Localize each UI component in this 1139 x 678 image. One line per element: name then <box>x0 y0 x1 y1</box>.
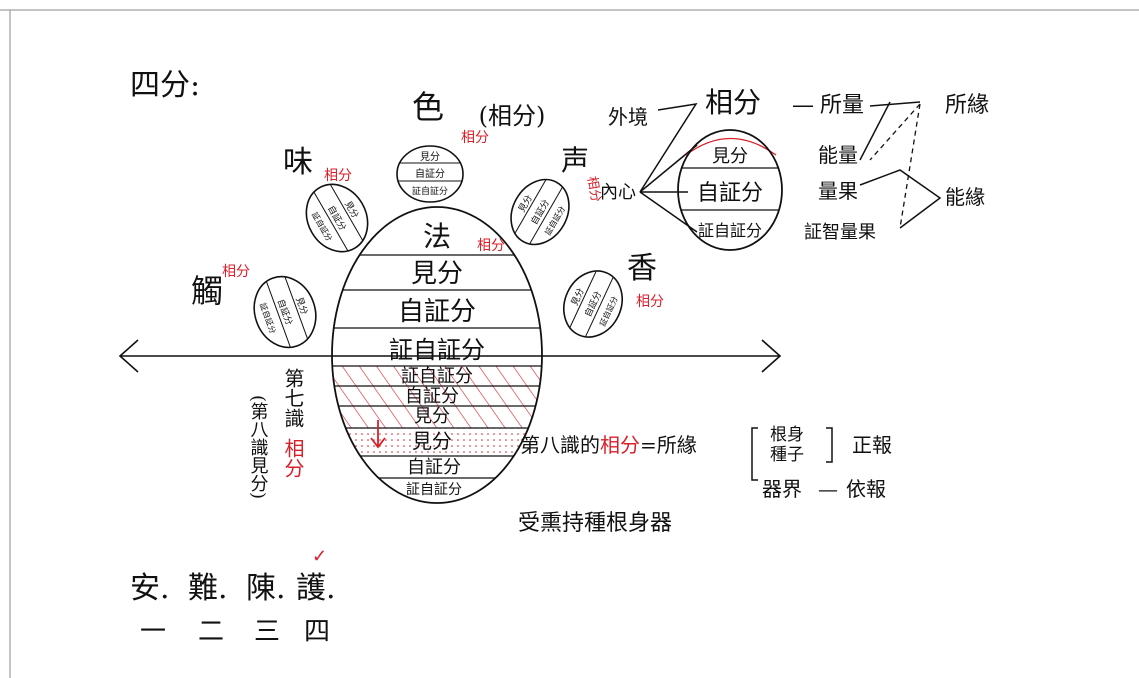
center-row: 証自証分 <box>389 336 485 364</box>
right-list-item: 能量 <box>818 143 858 167</box>
scholar-name: 安. <box>130 571 170 606</box>
sense-color-label: 色 <box>412 88 444 126</box>
seventh-tag: 相分 <box>281 438 305 478</box>
center-row: 証自証分 <box>406 482 462 498</box>
center-row: 証自証分 <box>401 366 473 387</box>
sense-taste-label: 味 <box>283 145 313 180</box>
eighth-red: 相分 <box>600 433 640 457</box>
center-oval: 法 相分 見分 自証分 証自証分 証自証分 自証分 見分 見分 自証分 証自証分 <box>331 206 543 504</box>
seventh-note: (第八識見分) <box>248 395 269 499</box>
eighth-suffix: =所緣 <box>640 433 697 457</box>
sense-taste-tag: 相分 <box>324 168 352 184</box>
scholar-number: 一 <box>140 617 166 647</box>
yibao-label: 依報 <box>846 477 886 501</box>
eighth-prefix: 第八識的 <box>520 433 600 457</box>
axis-arrow <box>118 339 782 373</box>
eighth-item: 種子 <box>770 445 804 465</box>
right-list-item: 量果 <box>818 179 858 203</box>
mind-row: 自証分 <box>697 181 763 206</box>
scholar-number: 二 <box>198 617 224 647</box>
sense-color-row: 見分 <box>420 151 440 163</box>
nengyuan-label: 能緣 <box>945 185 985 209</box>
eighth-summary: 受熏持種根身器 <box>518 511 672 536</box>
sense-smell-label: 香 <box>627 251 657 286</box>
suoyuan-label: 所緣 <box>945 93 989 118</box>
inner-mind-label: 內心 <box>600 182 636 203</box>
sense-sound-label: 声 <box>561 144 589 177</box>
eighth-item: 根身 <box>770 425 804 445</box>
center-tag: 相分 <box>477 238 505 254</box>
qijie-label: 器界 <box>762 477 802 501</box>
sense-sound-tag: 相分 <box>584 175 603 203</box>
seventh-consciousness: 第七識 相分 (第八識見分) <box>248 368 306 499</box>
seventh-label: 第七識 <box>281 368 305 428</box>
scholar-name: 護. <box>296 571 336 606</box>
eighth-statement: 第八識的相分=所緣 根身 種子 正報 器界 — 依報 受熏持種根身器 <box>518 425 892 536</box>
center-row: 自証分 <box>398 297 476 327</box>
sense-sound: 声 相分 見分 自証分 証自証分 <box>510 144 603 247</box>
sense-smell-tag: 相分 <box>636 294 664 310</box>
sense-color: 色 (相分) 相分 見分 自証分 証自証分 <box>396 88 546 203</box>
xiangfen-label: 相分 <box>705 86 761 119</box>
sense-touch-row: 見分 <box>293 296 309 317</box>
zhengbao-label: 正報 <box>852 433 892 457</box>
right-list-item: 証智量果 <box>804 222 876 243</box>
sense-smell: 香 相分 見分 自証分 証自証分 <box>563 251 664 340</box>
scholar-number: 四 <box>304 617 330 647</box>
center-row: 見分 <box>414 406 450 427</box>
center-row: 自証分 <box>407 457 461 478</box>
center-row: 自証分 <box>405 386 459 407</box>
suoliang-label: 所量 <box>820 93 864 118</box>
title: 四分: <box>130 68 200 103</box>
center-row: 見分 <box>412 429 452 453</box>
scholar-number: 三 <box>254 617 280 647</box>
mind-row: 見分 <box>712 146 748 167</box>
check-mark: ✓ <box>312 546 327 567</box>
center-row: 見分 <box>411 259 463 289</box>
sense-touch: 觸 相分 見分 自証分 証自証分 <box>191 264 317 351</box>
sense-color-note: (相分) <box>479 102 546 130</box>
center-label: 法 <box>423 220 451 253</box>
sense-color-tag: 相分 <box>461 130 489 146</box>
qijie-dash: — <box>818 477 838 501</box>
sense-color-row: 証自証分 <box>412 185 448 197</box>
mind-row: 証自証分 <box>698 221 762 240</box>
scholar-name: 難. <box>188 571 228 606</box>
outer-realm-label: 外境 <box>608 105 648 129</box>
top-right-schema: 外境 內心 相分 — 所量 所緣 見分 自証分 証自証分 能量 量果 <box>600 86 989 251</box>
sense-color-row: 自証分 <box>415 167 445 180</box>
down-arrow <box>370 420 386 449</box>
xiangfen-dash: — <box>792 93 814 118</box>
sense-touch-label: 觸 <box>191 272 223 310</box>
scholar-name: 陳. <box>246 571 286 606</box>
eighth-text: 第八識的相分=所緣 <box>520 433 697 457</box>
sense-touch-tag: 相分 <box>222 264 250 280</box>
scholars: ✓ 安. 難. 陳. 護. 一 二 三 四 <box>130 546 336 647</box>
